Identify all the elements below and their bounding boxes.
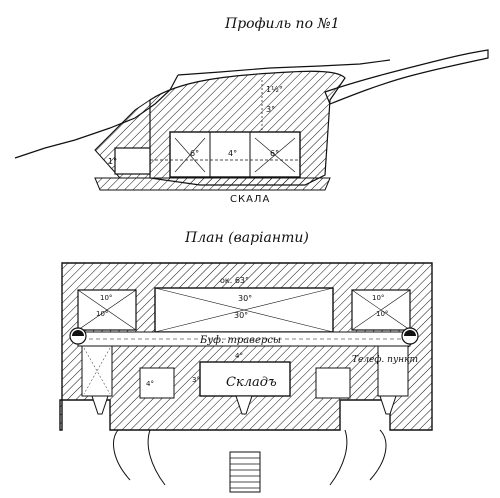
profile-rock-label: СКАЛА [230,194,270,205]
plan-tel-label: Телеф. пункт [352,355,418,365]
plan-dim-wing: 4° [146,380,154,388]
plan-left-passage [81,345,113,397]
plan-dim-center-bottom: 30° [234,311,248,320]
plan-right-passage [377,345,409,397]
plan-stairs [229,451,261,493]
plan-dim-depot-h: 3° [192,376,200,384]
plan-dim-center-top: 30° [238,294,252,303]
plan-dim-right-side: 10° [376,310,388,318]
profile-ramp [324,49,489,105]
profile-rock-base [94,177,331,191]
profile-title: Профиль по №1 [224,16,340,32]
profile-dim-left: 6° [190,149,199,158]
plan-title: План (варіанти) [184,230,309,246]
profile-entrance [114,147,151,175]
plan-dim-depot-w: 4° [235,352,243,360]
profile-dim-c: 6° [270,149,279,158]
profile-dim-a: 4° [228,149,237,158]
plan-dim-left-side: 10° [96,310,108,318]
plan-right-approach [369,429,387,481]
profile-dim-top: 1½° [266,85,283,94]
profile-section: 1½° 3° 6° 4° 6° 1° СКАЛА [14,49,489,205]
profile-chamber [169,131,301,178]
profile-dim-h: 1° [108,157,117,166]
plan-left-approach [113,429,131,481]
plan-dim-outer: ок. 63° [220,276,249,285]
profile-dim-mid: 3° [266,105,275,114]
plan-dim-right-top: 10° [372,294,384,302]
plan-dim-left-top: 10° [100,294,112,302]
plan-corridor-label: Буф. траверсы [199,335,281,346]
plan-depot-label: Складъ [226,375,277,390]
profile-top-surface [177,59,391,76]
plan-section: 10° 10° 30° 30° ок. 63° 10° 10° Буф. тра… [59,262,433,493]
